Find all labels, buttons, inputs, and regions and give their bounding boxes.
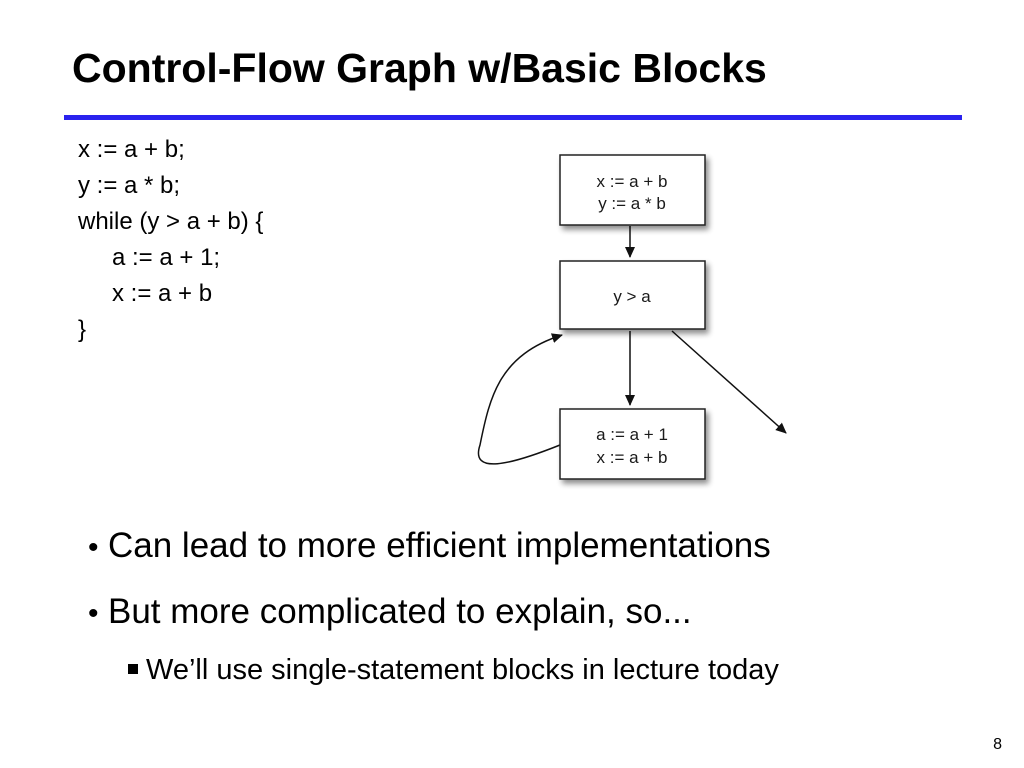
page-number: 8 <box>993 736 1002 753</box>
square-bullet-icon <box>128 664 138 675</box>
condition-block: y > a <box>559 260 706 330</box>
code-line: } <box>78 316 87 343</box>
loop-body-block: a := a + 1 x := a + b <box>559 408 706 480</box>
slide-title: Control-Flow Graph w/Basic Blocks <box>72 45 767 91</box>
code-block: x := a + b; y := a * b; while (y > a + b… <box>78 132 263 348</box>
edge-cond-to-exit <box>671 330 787 434</box>
loop-body-block-line: a := a + 1 <box>596 425 668 444</box>
entry-block-line: x := a + b <box>597 172 668 191</box>
code-line: x := a + b <box>112 280 213 307</box>
bullet-item: • Can lead to more efficient implementati… <box>88 520 779 574</box>
bullet-item: • But more complicated to explain, so... <box>88 586 779 640</box>
loop-body-block-line: x := a + b <box>597 448 668 467</box>
condition-block-line: y > a <box>613 287 651 306</box>
bullet-text: But more complicated to explain, so... <box>108 592 692 631</box>
code-line: a := a + 1; <box>112 244 221 271</box>
bullet-dot-icon: • <box>88 597 99 630</box>
edge-body-to-cond <box>477 333 563 465</box>
title-divider <box>64 115 962 120</box>
sub-bullet-item: We’ll use single-statement blocks in lec… <box>128 648 779 692</box>
bullet-text: Can lead to more efficient implementatio… <box>108 526 771 565</box>
entry-block-line: y := a * b <box>598 194 666 213</box>
code-line: x := a + b; <box>78 136 185 163</box>
sub-bullet-text: We’ll use single-statement blocks in lec… <box>146 654 779 686</box>
entry-block: x := a + b y := a * b <box>559 154 706 226</box>
bullet-dot-icon: • <box>88 531 99 564</box>
code-line: while (y > a + b) { <box>78 208 264 235</box>
code-line: y := a * b; <box>78 172 181 199</box>
control-flow-graph: x := a + b y := a * b y > a a := a + 1 x… <box>477 154 787 480</box>
bullet-list: • Can lead to more efficient implementati… <box>88 520 779 692</box>
